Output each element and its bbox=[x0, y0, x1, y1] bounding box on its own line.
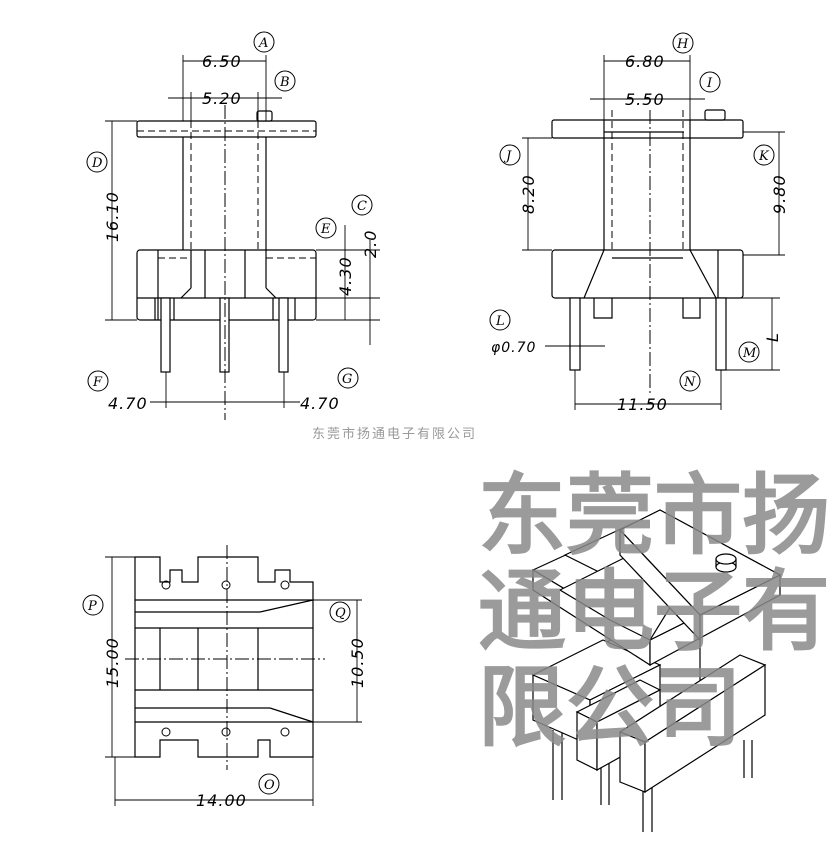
svg-text:L: L bbox=[495, 314, 505, 329]
dim-outer-width: 6.80 bbox=[625, 52, 665, 71]
callout-j: J bbox=[499, 144, 521, 166]
pin bbox=[160, 297, 171, 373]
base bbox=[551, 249, 744, 299]
callout-b: B bbox=[274, 70, 296, 92]
dim-pin-length: L bbox=[763, 332, 782, 342]
svg-text:J: J bbox=[503, 149, 512, 164]
svg-text:C: C bbox=[357, 199, 367, 214]
callout-e: E bbox=[315, 217, 337, 239]
callout-n: N bbox=[679, 370, 701, 392]
dim-inner-width: 5.50 bbox=[625, 90, 665, 109]
callout-m: M bbox=[738, 341, 760, 363]
dim-outer-width: 6.50 bbox=[202, 52, 242, 71]
callout-d: D bbox=[86, 151, 108, 173]
svg-text:D: D bbox=[91, 156, 103, 171]
callout-q: Q bbox=[329, 601, 351, 623]
svg-text:G: G bbox=[342, 372, 352, 387]
svg-text:F: F bbox=[92, 375, 103, 390]
callout-o: O bbox=[258, 773, 280, 795]
callout-i: I bbox=[699, 71, 721, 93]
svg-text:H: H bbox=[676, 37, 689, 52]
pin bbox=[569, 297, 581, 371]
callout-c: C bbox=[351, 194, 373, 216]
dim-inner-width: 5.20 bbox=[202, 89, 242, 108]
dim-inner-height: 8.20 bbox=[519, 174, 538, 214]
svg-text:O: O bbox=[264, 778, 275, 793]
dim-base-height: 4.30 bbox=[336, 256, 355, 296]
flange-nub bbox=[256, 110, 273, 122]
callout-h: H bbox=[672, 32, 694, 54]
callout-a: A bbox=[253, 31, 275, 53]
callout-p: P bbox=[82, 594, 104, 616]
svg-text:N: N bbox=[683, 375, 696, 390]
svg-text:P: P bbox=[87, 599, 97, 614]
bottom-view: 15.00 10.50 14.00 O P Q bbox=[82, 545, 367, 810]
side-view: 6.80 5.50 8.20 9.80 φ0.70 L 11.50 H I J … bbox=[489, 32, 789, 414]
dim-pin-pitch-right: 4.70 bbox=[300, 394, 340, 413]
top-flange bbox=[136, 120, 317, 138]
top-flange bbox=[551, 119, 744, 139]
svg-text:I: I bbox=[706, 76, 713, 91]
svg-text:K: K bbox=[758, 149, 770, 164]
dim-base-offset: 2.0 bbox=[361, 230, 380, 258]
svg-text:E: E bbox=[320, 222, 331, 237]
dim-pin-pitch-left: 4.70 bbox=[108, 394, 148, 413]
svg-text:M: M bbox=[742, 346, 757, 361]
isometric-view bbox=[531, 509, 782, 832]
svg-text:A: A bbox=[258, 36, 268, 51]
pin bbox=[715, 297, 727, 371]
dim-outer-height: 9.80 bbox=[770, 174, 789, 214]
dim-height: 16.10 bbox=[103, 191, 122, 242]
callout-f: F bbox=[87, 370, 109, 392]
svg-text:B: B bbox=[279, 75, 290, 90]
dim-pin-diameter: φ0.70 bbox=[491, 340, 536, 356]
dim-height: 15.00 bbox=[103, 637, 122, 688]
callout-g: G bbox=[337, 367, 359, 389]
front-view: 6.50 5.20 16.10 4.30 2.0 4.70 4.70 A B C… bbox=[86, 31, 380, 420]
callout-k: K bbox=[753, 144, 775, 166]
dim-width: 14.00 bbox=[196, 791, 247, 810]
dim-inner-height: 10.50 bbox=[348, 637, 367, 688]
pin bbox=[278, 297, 289, 373]
caption: 东莞市扬通电子有限公司 bbox=[312, 426, 477, 442]
svg-text:Q: Q bbox=[335, 606, 346, 621]
dim-pin-pitch: 11.50 bbox=[617, 395, 668, 414]
flange-nub bbox=[704, 109, 726, 121]
callout-l: L bbox=[489, 309, 511, 331]
